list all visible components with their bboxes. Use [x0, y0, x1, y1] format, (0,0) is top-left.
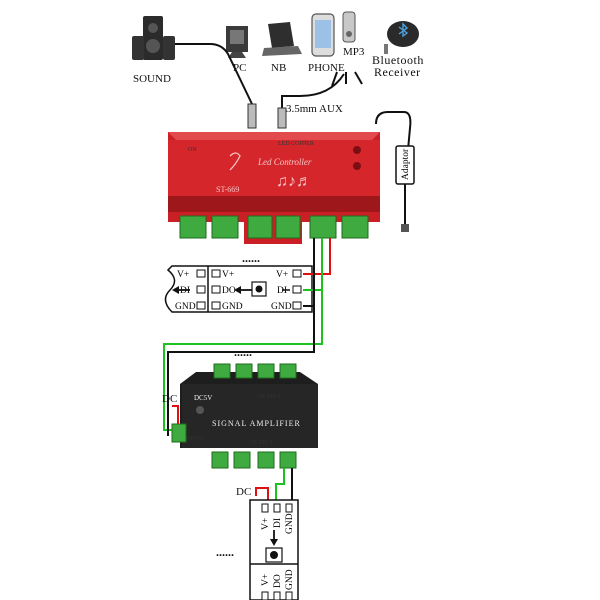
bluetooth-label-2: Receiver — [374, 65, 421, 79]
strip-bottom-bottom-pin-0: V+ — [261, 574, 271, 586]
amp-dc-label: DC — [162, 393, 177, 405]
amp-input-label: INPUT — [186, 436, 204, 442]
signal-amplifier: OUTPUT DC5V SIGNAL AMPLIFIER INPUT OUTPU… — [171, 363, 318, 469]
phone-icon — [311, 13, 335, 57]
dancer-icon — [229, 152, 241, 171]
bluetooth-label-1: Bluetooth — [372, 53, 424, 67]
dc-jack-icon — [196, 406, 204, 414]
aux-plug-right — [277, 107, 287, 129]
pc-icon — [226, 26, 248, 58]
strip-top-left-pin-1: DI — [180, 286, 190, 296]
amp-dc-in: DC5V — [194, 394, 212, 402]
aux-label: 3.5mm AUX — [286, 103, 343, 115]
amp-output-top: OUTPUT — [258, 394, 282, 400]
amp-dots: ...... — [234, 345, 252, 359]
strip-top-mid-pin-1: DO — [222, 286, 236, 296]
strip-bottom-top-pin-2: GND — [285, 513, 295, 534]
strip-top: V+ DI GND V+ DO GND V+ DI GND — [164, 265, 313, 313]
adaptor-plug — [401, 224, 409, 232]
adaptor-cable — [375, 111, 412, 228]
adaptor-box — [395, 145, 415, 185]
strip-top-right-pin-1: DI — [277, 286, 287, 296]
strip-bottom-dots: ...... — [216, 545, 234, 559]
wires-amplifier-to-strip — [255, 468, 293, 500]
strip-top-right-pin-2: GND — [271, 302, 292, 312]
strip-bottom: V+ DI GND V+ DO GND — [249, 499, 299, 600]
music-notes-icon: ♫♪♬ — [276, 173, 312, 190]
strip-bottom-dc-label: DC — [236, 486, 251, 498]
strip-bottom-top-pin-1: DI — [273, 518, 283, 528]
svg-text:ON: ON — [188, 147, 197, 153]
phone-label: PHONE — [308, 62, 345, 74]
strip-top-right-pin-0: V+ — [276, 270, 288, 280]
amp-dc-wire — [172, 405, 179, 424]
notebook-icon — [262, 22, 302, 56]
aux-cables — [175, 43, 363, 112]
strip-top-left-pin-0: V+ — [177, 270, 189, 280]
bluetooth-receiver-icon — [384, 21, 419, 54]
controller-model: ST-669 — [216, 185, 239, 194]
strip-top-mid-pin-0: V+ — [222, 270, 234, 280]
mp3-label: MP3 — [343, 46, 365, 58]
sound-speaker-icon — [132, 16, 175, 60]
wires-strip-to-amplifier — [163, 290, 323, 436]
led-controller: ON LED COPPER Led Controller ST-669 ♫♪♬ — [168, 132, 380, 222]
amp-output-bottom: OUTPUT — [250, 440, 274, 446]
strip-bottom-top-pin-0: V+ — [261, 518, 271, 530]
strip-bottom-bottom-pin-2: GND — [285, 569, 295, 590]
mp3-icon — [342, 11, 356, 43]
strip-top-mid-pin-2: GND — [222, 302, 243, 312]
svg-text:LED COPPER: LED COPPER — [278, 141, 314, 147]
aux-plug-left — [247, 103, 257, 129]
sound-label: SOUND — [133, 73, 171, 85]
controller-name: Led Controller — [257, 157, 312, 167]
nb-label: NB — [271, 62, 286, 74]
adaptor-label: Adaptor — [401, 148, 411, 180]
amp-title: SIGNAL AMPLIFIER — [212, 419, 301, 428]
strip-bottom-bottom-pin-1: DO — [273, 574, 283, 588]
strip-top-dots: ...... — [242, 251, 260, 265]
strip-top-left-pin-2: GND — [175, 302, 196, 312]
